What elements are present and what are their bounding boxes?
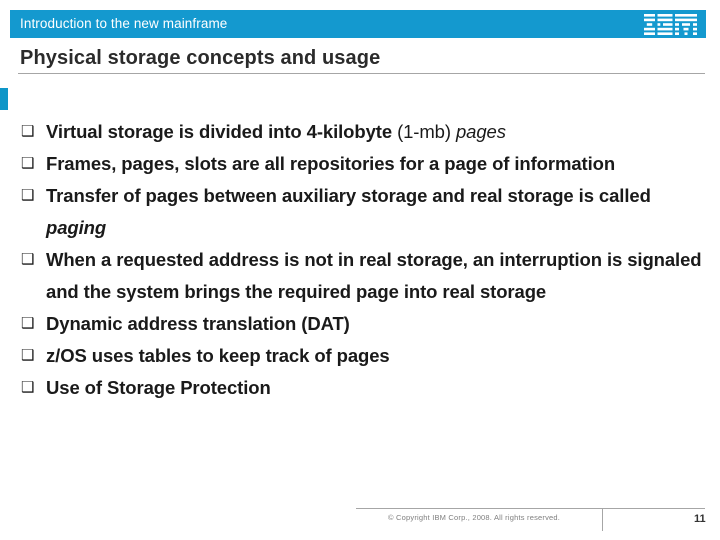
bullet-item-4: ❑ When a requested address is not in real…	[20, 244, 710, 308]
bullet-item-text: When a requested address is not in real …	[46, 249, 702, 302]
bullet-square-icon: ❑	[21, 155, 35, 172]
header-title: Introduction to the new mainframe	[20, 16, 228, 32]
bullet-text-segment: pages	[455, 121, 506, 142]
bullet-item-7: ❑ Use of Storage Protection	[20, 372, 710, 404]
bullet-item-text: Virtual storage is divided into 4-kiloby…	[46, 121, 506, 142]
bullet-square-icon: ❑	[21, 123, 35, 140]
bullet-item-text: z/OS uses tables to keep track of pages	[46, 345, 390, 366]
bullet-item-2: ❑ Frames, pages, slots are all repositori…	[20, 148, 710, 180]
page-title: Physical storage concepts and usage	[20, 47, 381, 69]
bullet-square-icon: ❑	[21, 187, 35, 204]
bullet-text-segment: (1-mb)	[397, 121, 456, 142]
bullet-item-text: Frames, pages, slots are all repositorie…	[46, 153, 615, 174]
bullet-item-text: Dynamic address translation (DAT)	[46, 313, 350, 334]
footer-divider-rule	[356, 508, 705, 509]
bullet-item-1: ❑ Virtual storage is divided into 4-kilob…	[20, 116, 710, 148]
bullet-square-icon: ❑	[21, 347, 35, 364]
bullet-square-icon: ❑	[21, 379, 35, 396]
left-accent-marker	[0, 88, 8, 110]
copyright-notice: © Copyright IBM Corp., 2008. All rights …	[388, 513, 561, 522]
title-divider-rule	[18, 73, 705, 74]
bullet-text-segment: z/OS uses tables to keep track of pages	[46, 345, 390, 366]
bullet-text-segment: Dynamic address translation (DAT)	[46, 313, 350, 334]
bullet-text-segment: When a requested address is not in real …	[46, 249, 702, 302]
bullet-text-segment: Virtual storage is divided into 4-kiloby…	[46, 121, 398, 142]
ibm-logo	[644, 13, 697, 35]
bullet-item-3: ❑ Transfer of pages between auxiliary sto…	[20, 180, 710, 244]
page-number: 11	[694, 513, 706, 525]
bullet-text-segment: Transfer of pages between auxiliary stor…	[46, 185, 651, 206]
header-banner: Introduction to the new mainframe	[10, 10, 706, 38]
bullet-text-segment: Frames, pages, slots are all repositorie…	[46, 153, 616, 174]
bullet-square-icon: ❑	[21, 251, 35, 268]
bullet-item-5: ❑ Dynamic address translation (DAT)	[20, 308, 710, 340]
bullet-list: ❑ Virtual storage is divided into 4-kilob…	[20, 116, 710, 404]
bullet-text-segment: paging	[46, 217, 107, 238]
bullet-square-icon: ❑	[21, 315, 35, 332]
footer-vertical-divider	[602, 509, 603, 531]
bullet-item-text: Use of Storage Protection	[46, 377, 271, 398]
bullet-item-6: ❑ z/OS uses tables to keep track of pages	[20, 340, 710, 372]
bullet-item-text: Transfer of pages between auxiliary stor…	[46, 185, 651, 238]
bullet-text-segment: Use of Storage Protection	[46, 377, 271, 398]
